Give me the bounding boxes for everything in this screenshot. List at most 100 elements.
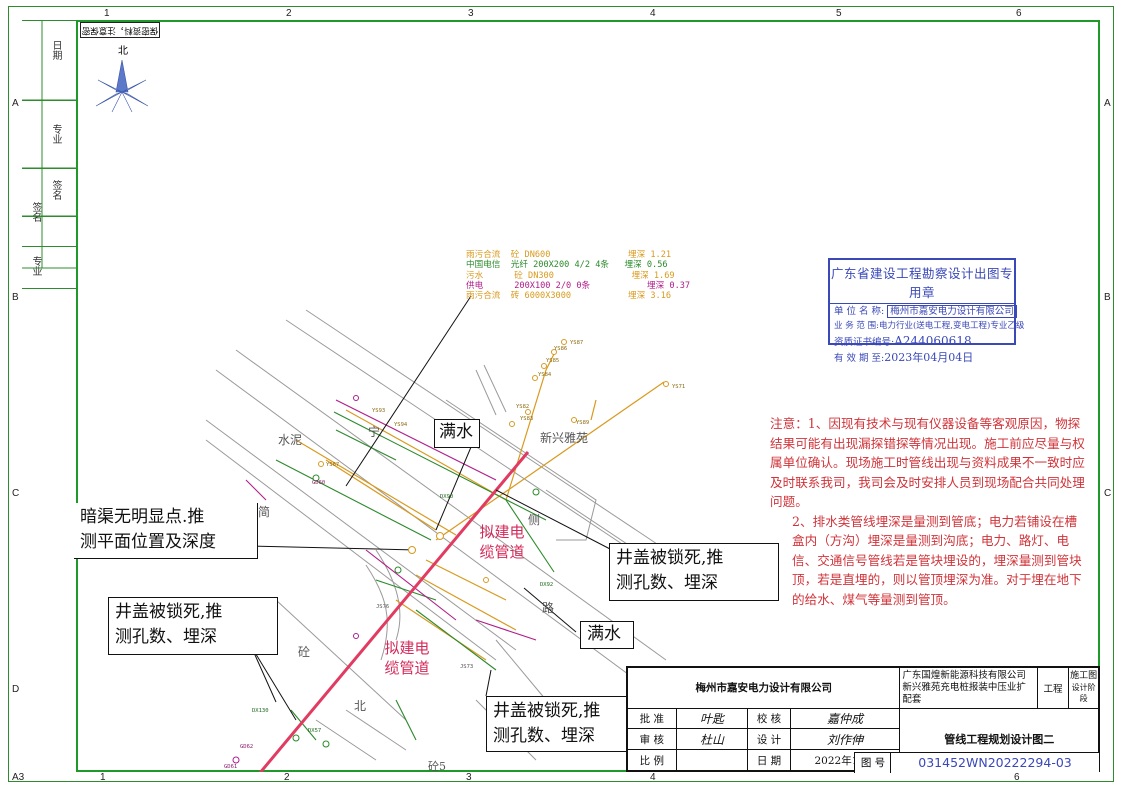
callout-lid-bottom-line-1: 井盖被锁死,推: [493, 701, 601, 721]
pt-ys89: YS89: [576, 420, 589, 426]
road-label-cement: 水泥: [278, 433, 302, 447]
stamp-title: 广东省建设工程勘察设计出图专用章: [830, 260, 1014, 304]
callout-full-water-2: 满水: [580, 621, 634, 649]
col-label-bottom-2: 2: [284, 772, 290, 783]
tb-review-label: 审 核: [627, 728, 677, 751]
sheet-size-code: A3: [12, 772, 25, 783]
pt-dx90: DX90: [440, 494, 453, 500]
tb-drawing-no-label: 图 号: [854, 752, 891, 773]
row-label-right-b: B: [1104, 292, 1111, 303]
inner-frame: [76, 20, 1100, 772]
design-notes: 注意：1、因现有技术与现有仪器设备等客观原因，物探结果可能有出现漏探错探等情况出…: [770, 414, 1088, 609]
road-label-tong5: 砼5: [428, 760, 446, 772]
pt-ys83: YS83: [520, 416, 533, 422]
col-label-top-6: 6: [1016, 8, 1022, 19]
pt-ys94: YS94: [394, 422, 408, 428]
callout-lid-right-line-1: 井盖被锁死,推: [616, 548, 724, 568]
pt-ys86: YS86: [554, 346, 567, 352]
strip-sign-1: 签名: [50, 180, 61, 200]
pt-ys71: YS71: [672, 384, 685, 390]
row-label-left-b: B: [12, 292, 19, 303]
row-label-right-a: A: [1104, 98, 1111, 109]
pt-ys93: YS93: [372, 408, 385, 414]
tb-design-sig: 刘作伸: [789, 728, 901, 751]
note-paragraph-1: 注意：1、因现有技术与现有仪器设备等客观原因，物探结果可能有出现漏探错探等情况出…: [770, 416, 1085, 509]
callout-lid-left-line-1: 井盖被锁死,推: [115, 602, 223, 622]
pt-js73: JS73: [460, 664, 473, 670]
callout-drain-line-2: 测平面位置及深度: [80, 532, 216, 552]
tb-date-label: 日 期: [747, 749, 791, 771]
area-label-xinxing: 新兴雅苑: [540, 430, 588, 445]
signoff-strip-lines: [22, 20, 76, 269]
tb-project-desc: 广东国煌新能源科技有限公司新兴雅苑充电桩报装中压业扩配套: [899, 667, 1038, 709]
col-label-top-3: 3: [468, 8, 474, 19]
road-label-side: 侧: [528, 513, 540, 527]
strip-major-1: 专业: [50, 124, 61, 144]
col-label-top-4: 4: [650, 8, 656, 19]
pt-gd61: GD61: [224, 764, 237, 770]
callout-lid-locked-bottom: 井盖被锁死,推 测孔数、埋深: [486, 696, 628, 752]
road-label-road: 路: [542, 600, 554, 615]
proposed-cable-label-1: 拟建电 缆管道: [472, 522, 532, 562]
proposed-cable-label-2: 拟建电 缆管道: [376, 638, 438, 678]
pipeline-map: 水泥 宁 简 砼 北 路 侧 砼5 新兴雅苑 YS93 YS94 YS85 YS…: [205, 295, 697, 772]
pt-dx57: DX57: [308, 728, 321, 734]
note-paragraph-2: 2、排水类管线埋深是量测到管底；电力若铺设在槽盒内（方沟）埋深是量测到沟底；电力…: [792, 513, 1082, 607]
callout-lid-left-line-2: 测孔数、埋深: [115, 627, 217, 647]
strip-sign-2: 签名: [30, 202, 41, 222]
tb-approve-label: 批 准: [627, 707, 677, 730]
pt-ys84: YS84: [538, 372, 552, 378]
strip-major-2: 专业: [30, 256, 41, 276]
col-label-top-1: 1: [104, 8, 110, 19]
callout-lid-bottom-line-2: 测孔数、埋深: [493, 726, 595, 746]
stamp-scope-row: 业 务 范 围:电力行业(送电工程,变电工程)专业乙级: [834, 321, 1025, 331]
tb-design-label: 设 计: [747, 728, 791, 751]
strip-date-1: 日期: [50, 40, 61, 60]
pt-dx130: DX130: [252, 708, 269, 714]
pt-dx92: DX92: [540, 582, 553, 588]
row-label-left-d: D: [12, 684, 20, 695]
pt-ys82: YS82: [516, 404, 529, 410]
callout-lid-right-line-2: 测孔数、埋深: [616, 573, 718, 593]
col-label-bottom-1: 1: [100, 772, 106, 783]
tb-approve-sig: 叶匙: [675, 707, 749, 730]
legend-row-3: 污水 砼 DN300 埋深 1.69: [466, 270, 675, 281]
legend-row-2: 中国电信 光纤 200X200 4/2 4条 埋深 0.56: [466, 260, 668, 271]
col-label-top-5: 5: [836, 8, 842, 19]
pt-js76: JS76: [376, 604, 389, 610]
tb-scale-value: [675, 749, 749, 771]
callout-lid-locked-right: 井盖被锁死,推 测孔数、埋深: [609, 543, 779, 601]
tb-phase-cell: 施工图设计阶段: [1068, 667, 1099, 709]
proposed-2-line-2: 缆管道: [384, 659, 430, 677]
col-label-bottom-6: 6: [1014, 772, 1020, 783]
tb-drawing-no-value: 031452WN20222294-03: [890, 752, 1099, 773]
callout-full-water-1: 满水: [434, 419, 480, 448]
callout-lid-locked-left: 井盖被锁死,推 测孔数、埋深: [108, 597, 278, 655]
tb-company: 梅州市嘉安电力设计有限公司: [626, 667, 901, 709]
proposed-1-line-2: 缆管道: [479, 543, 525, 561]
row-label-left-a: A: [12, 98, 19, 109]
pipe-legend: 雨污合流 砼 DN600 埋深 1.21 中国电信 光纤 200X200 4/2…: [466, 250, 690, 301]
north-label: 北: [118, 46, 128, 57]
callout-drain-line-1: 暗渠无明显点.推: [80, 507, 205, 527]
stamp-cert-row: 资质证书编号:A244060618: [834, 334, 972, 349]
callout-drain-estimate: 暗渠无明显点.推 测平面位置及深度: [74, 503, 258, 559]
stamp-valid-row: 有 效 期 至:2023年04月04日: [834, 351, 974, 364]
outer-frame: [8, 6, 1114, 782]
tb-project-suffix: 工程: [1036, 667, 1070, 709]
tb-check-label: 校 核: [747, 707, 791, 730]
col-label-bottom-4: 4: [650, 772, 656, 783]
qualification-stamp: 广东省建设工程勘察设计出图专用章 单 位 名 称: 梅州市嘉安电力设计有限公司 …: [828, 258, 1025, 364]
tb-review-sig: 杜山: [675, 728, 749, 751]
pt-gd62: GD62: [240, 744, 253, 750]
legend-row-1: 雨污合流 砼 DN600 埋深 1.21: [466, 250, 672, 260]
pt-gd60: GD60: [312, 480, 325, 486]
col-label-bottom-3: 3: [466, 772, 472, 783]
legend-row-4: 供电 200X100 2/0 0条 埋深 0.37: [466, 280, 691, 291]
col-label-top-2: 2: [286, 8, 292, 19]
stamp-unit-row: 单 位 名 称: 梅州市嘉安电力设计有限公司: [830, 304, 1017, 319]
road-label-jian: 简: [258, 505, 270, 519]
north-arrow-icon: [95, 59, 149, 113]
road-label-ning: 宁: [368, 424, 380, 439]
tb-check-sig: 嘉仲成: [789, 707, 901, 730]
